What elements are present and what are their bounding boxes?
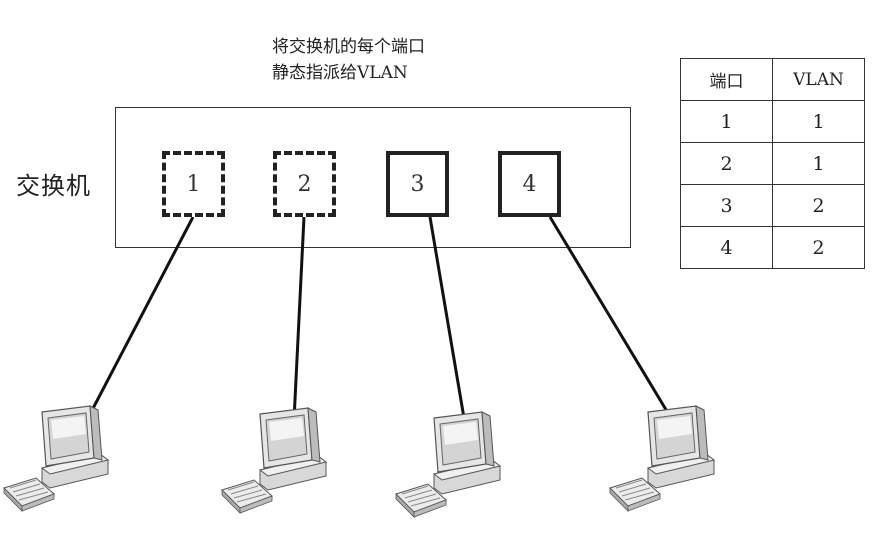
cell-port: 3 (680, 184, 773, 227)
link-port-3 (428, 216, 467, 425)
computer-icon (609, 405, 716, 512)
caption-line-1: 将交换机的每个端口 (272, 37, 425, 57)
table-row: 2 1 (680, 142, 865, 185)
port-2: 2 (273, 151, 336, 217)
port-3: 3 (386, 151, 449, 217)
cell-vlan: 1 (772, 142, 865, 185)
caption-line-2: 静态指派给VLAN (272, 63, 408, 83)
header-port: 端口 (680, 58, 773, 101)
computer-2 (221, 407, 328, 514)
cell-port: 1 (680, 100, 773, 143)
computer-icon (3, 405, 110, 512)
link-port-1 (86, 216, 195, 419)
caption: 将交换机的每个端口 静态指派给VLAN (272, 34, 425, 86)
cell-vlan: 2 (772, 184, 865, 227)
table-row: 1 1 (680, 100, 865, 143)
cell-port: 4 (680, 226, 773, 269)
computer-4 (609, 405, 716, 512)
cell-vlan: 1 (772, 100, 865, 143)
table-row: 4 2 (680, 226, 865, 269)
switch-label: 交换机 (16, 172, 91, 200)
port-4: 4 (498, 151, 561, 217)
link-port-4 (548, 216, 673, 419)
computer-icon (221, 407, 328, 514)
cell-port: 2 (680, 142, 773, 185)
link-port-2 (292, 216, 306, 421)
computer-1 (3, 405, 110, 512)
port-1: 1 (162, 151, 225, 217)
port-vlan-table: 端口 VLAN 1 1 2 1 3 2 4 2 (680, 58, 865, 269)
switch-box (115, 107, 631, 248)
computer-3 (395, 411, 502, 518)
cell-vlan: 2 (772, 226, 865, 269)
computer-icon (395, 411, 502, 518)
table-header-row: 端口 VLAN (680, 58, 865, 101)
table-row: 3 2 (680, 184, 865, 227)
header-vlan: VLAN (772, 58, 865, 101)
